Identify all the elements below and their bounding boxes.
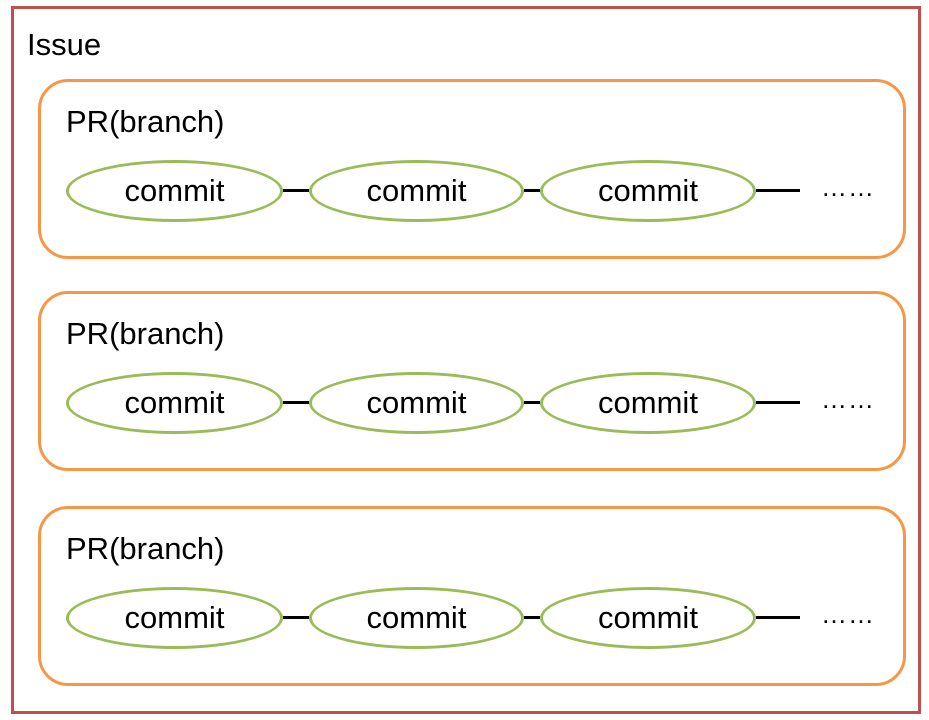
- branch-label: PR(branch): [66, 531, 225, 566]
- commit-connector: [283, 401, 309, 404]
- commit-node: commit: [540, 160, 756, 222]
- branch-box: PR(branch) commit commit commit ……: [38, 79, 906, 259]
- commit-node: commit: [540, 587, 756, 649]
- commit-connector: [524, 401, 540, 404]
- continuation-ellipsis: ……: [821, 384, 875, 414]
- commit-connector: [756, 616, 800, 619]
- commit-node: commit: [540, 372, 756, 434]
- issue-label: Issue: [27, 27, 102, 62]
- commit-node: commit: [309, 160, 524, 222]
- commit-connector: [756, 401, 800, 404]
- branch-label: PR(branch): [66, 104, 225, 139]
- commit-node: commit: [309, 372, 524, 434]
- commit-connector: [283, 616, 309, 619]
- continuation-ellipsis: ……: [821, 172, 875, 202]
- commit-connector: [756, 189, 800, 192]
- commit-connector: [283, 189, 309, 192]
- commit-connector: [524, 616, 540, 619]
- commit-node: commit: [66, 160, 283, 222]
- commit-node: commit: [309, 587, 524, 649]
- branch-label: PR(branch): [66, 316, 225, 351]
- branch-box: PR(branch) commit commit commit ……: [38, 506, 906, 686]
- issue-container: Issue PR(branch) commit commit commit ………: [11, 6, 921, 714]
- commit-connector: [524, 189, 540, 192]
- continuation-ellipsis: ……: [821, 599, 875, 629]
- branch-box: PR(branch) commit commit commit ……: [38, 291, 906, 471]
- commit-node: commit: [66, 587, 283, 649]
- commit-node: commit: [66, 372, 283, 434]
